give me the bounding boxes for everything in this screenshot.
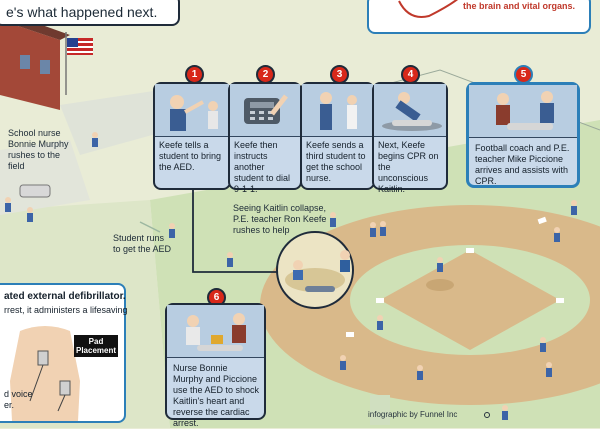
pad-placement-label: Pad Placement (74, 335, 118, 357)
step-1-caption: Keefe tells a student to bring the AED. (159, 140, 222, 172)
step-1-illustration (155, 84, 229, 137)
step-6-panel: Nurse Bonnie Murphy and Piccione use the… (165, 303, 266, 428)
aed-bottom-2: er. (4, 400, 15, 410)
step-5-caption: Football coach and P.E. teacher Mike Pic… (475, 143, 570, 186)
aed-info-box: ated external defibrillator. rrest, it a… (0, 283, 128, 423)
step-2-illustration (230, 84, 300, 137)
aed-bottom-1: d voice (4, 389, 33, 399)
top-left-caption-box: e's what happened next. (0, 0, 180, 26)
top-right-info-box: the brain and vital organs. (367, 0, 591, 34)
step-5-badge: 5 (514, 65, 533, 84)
step-3-panel: Keefe sends a third student to get the s… (300, 82, 375, 190)
step-4-panel: Next, Keefe begins CPR on the unconsciou… (372, 82, 448, 194)
step-2-caption: Keefe then instructs another student to … (234, 140, 291, 194)
student-runs-label: Student runs to get the AED (113, 233, 172, 254)
nurse-label: School nurse Bonnie Murphy rushes to the… (8, 128, 69, 171)
credit-dot-icon (484, 412, 490, 418)
step-6-caption: Nurse Bonnie Murphy and Piccione use the… (173, 363, 260, 428)
keefe-label: Seeing Kaitlin collapse, P.E. teacher Ro… (233, 203, 327, 235)
step-4-illustration (374, 84, 446, 137)
step-5-panel: Football coach and P.E. teacher Mike Pic… (466, 82, 580, 188)
torso-illustration (10, 326, 80, 421)
step-5-illustration (469, 85, 577, 138)
aed-title: ated external defibrillator. (4, 291, 126, 302)
heart-illustration (398, 0, 459, 18)
step-4-caption: Next, Keefe begins CPR on the unconsciou… (378, 140, 439, 194)
step-3-illustration (302, 84, 373, 137)
step-6-illustration (167, 305, 264, 358)
credit-text: infographic by Funnel Inc (368, 410, 458, 419)
top-right-info-text: the brain and vital organs. (463, 1, 576, 11)
step-1-panel: Keefe tells a student to bring the AED. (153, 82, 231, 190)
step-2-panel: Keefe then instructs another student to … (228, 82, 302, 194)
step-3-caption: Keefe sends a third student to get the s… (306, 140, 366, 183)
top-left-caption-text: e's what happened next. (6, 4, 158, 20)
step-1-badge: 1 (185, 65, 204, 84)
aed-line-1: rrest, it administers a lifesaving (4, 305, 128, 315)
